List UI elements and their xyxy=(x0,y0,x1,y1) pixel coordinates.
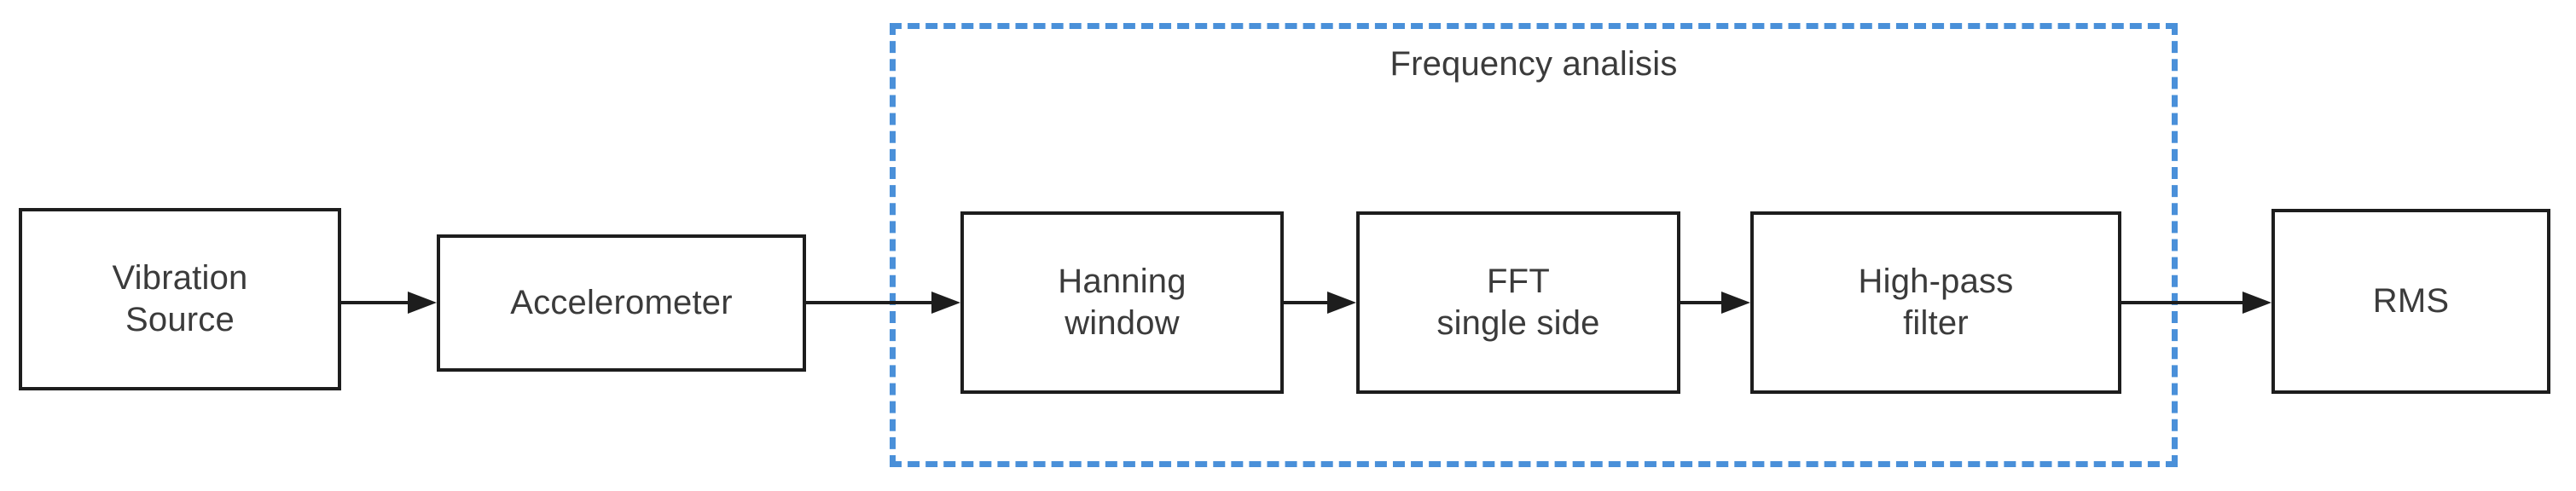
node-hanning-window[interactable]: Hanning window xyxy=(960,211,1284,394)
node-rms-label: RMS xyxy=(2372,282,2450,321)
node-vibration-source-label: Vibration Source xyxy=(112,259,248,338)
frequency-analysis-group xyxy=(890,23,2178,467)
frequency-analysis-group-label: Frequency analisis xyxy=(1390,45,1678,83)
node-accelerometer[interactable]: Accelerometer xyxy=(437,234,806,372)
arrow-source-to-accelerometer xyxy=(341,290,437,315)
node-hanning-window-label: Hanning window xyxy=(1058,263,1186,342)
node-vibration-source[interactable]: Vibration Source xyxy=(19,208,341,390)
node-fft-single-side[interactable]: FFT single side xyxy=(1356,211,1680,394)
node-high-pass-filter-label: High-pass filter xyxy=(1858,263,2014,342)
node-high-pass-filter[interactable]: High-pass filter xyxy=(1750,211,2121,394)
node-fft-single-side-label: FFT single side xyxy=(1436,263,1600,342)
node-accelerometer-label: Accelerometer xyxy=(510,284,733,322)
node-rms[interactable]: RMS xyxy=(2271,209,2550,394)
